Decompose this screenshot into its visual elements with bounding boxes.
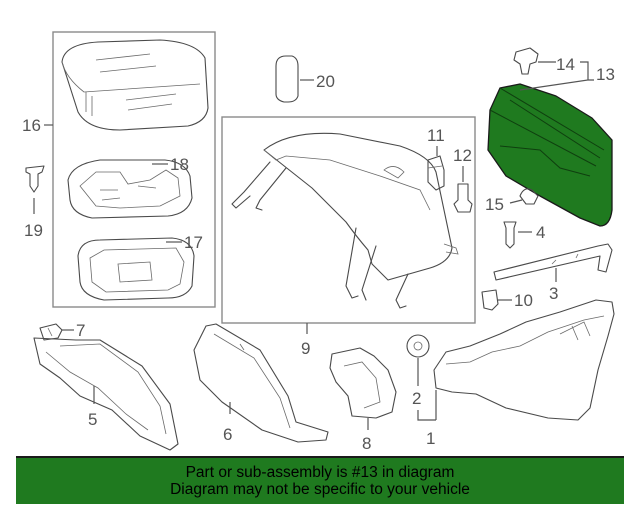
group-box-9 <box>221 116 476 324</box>
part-8-bracket[interactable] <box>329 347 397 419</box>
info-banner: Part or sub-assembly is #13 in diagram D… <box>16 456 624 504</box>
callout-4[interactable]: 4 <box>536 223 545 242</box>
callout-3[interactable]: 3 <box>549 284 558 303</box>
callout-15[interactable]: 15 <box>485 195 504 214</box>
callout-20[interactable]: 20 <box>316 72 335 91</box>
part-10-clip[interactable] <box>481 289 499 311</box>
callout-12[interactable]: 12 <box>453 146 472 165</box>
callout-6[interactable]: 6 <box>223 425 232 444</box>
part-6-panel[interactable] <box>193 323 329 443</box>
callout-2[interactable]: 2 <box>412 389 421 408</box>
part-16-tire-cover[interactable] <box>61 39 209 131</box>
part-19-clip[interactable] <box>25 165 45 193</box>
callout-1[interactable]: 1 <box>426 429 435 448</box>
group-box-16 <box>52 31 216 308</box>
part-11-bracket[interactable] <box>427 155 445 191</box>
banner-line-1: Part or sub-assembly is #13 in diagram <box>185 464 455 481</box>
part-7-clip[interactable] <box>39 323 63 341</box>
callout-7[interactable]: 7 <box>76 321 85 340</box>
part-13-quarter-trim-panel[interactable] <box>487 83 613 227</box>
leader-15 <box>509 199 523 204</box>
part-18-tool-tray[interactable] <box>67 159 193 219</box>
callout-19[interactable]: 19 <box>24 221 43 240</box>
part-4-bolt[interactable] <box>503 221 517 249</box>
callout-13[interactable]: 13 <box>596 65 615 84</box>
part-9-load-floor[interactable] <box>231 132 459 309</box>
leader-13 <box>519 61 594 91</box>
part-20-cap[interactable] <box>275 55 299 103</box>
callout-17[interactable]: 17 <box>184 233 203 252</box>
part-5-side-trim[interactable] <box>33 337 179 451</box>
part-12-bolt[interactable] <box>453 183 473 213</box>
callout-11[interactable]: 11 <box>427 126 445 145</box>
part-1-lower-trim[interactable] <box>433 299 615 421</box>
part-3-trim-strip[interactable] <box>493 243 613 281</box>
leader-1 <box>417 390 437 421</box>
callout-9[interactable]: 9 <box>301 339 310 358</box>
callout-14[interactable]: 14 <box>556 55 575 74</box>
callout-10[interactable]: 10 <box>514 291 533 310</box>
callout-5[interactable]: 5 <box>88 410 97 429</box>
callout-8[interactable]: 8 <box>362 434 371 453</box>
banner-line-2: Diagram may not be specific to your vehi… <box>170 481 470 498</box>
part-14-clip[interactable] <box>513 47 539 75</box>
part-17-storage-bin[interactable] <box>77 237 195 301</box>
part-15-push-pin[interactable] <box>519 188 539 205</box>
callout-18[interactable]: 18 <box>170 155 189 174</box>
part-2-round-cap[interactable] <box>406 334 430 358</box>
callout-16[interactable]: 16 <box>22 116 41 135</box>
